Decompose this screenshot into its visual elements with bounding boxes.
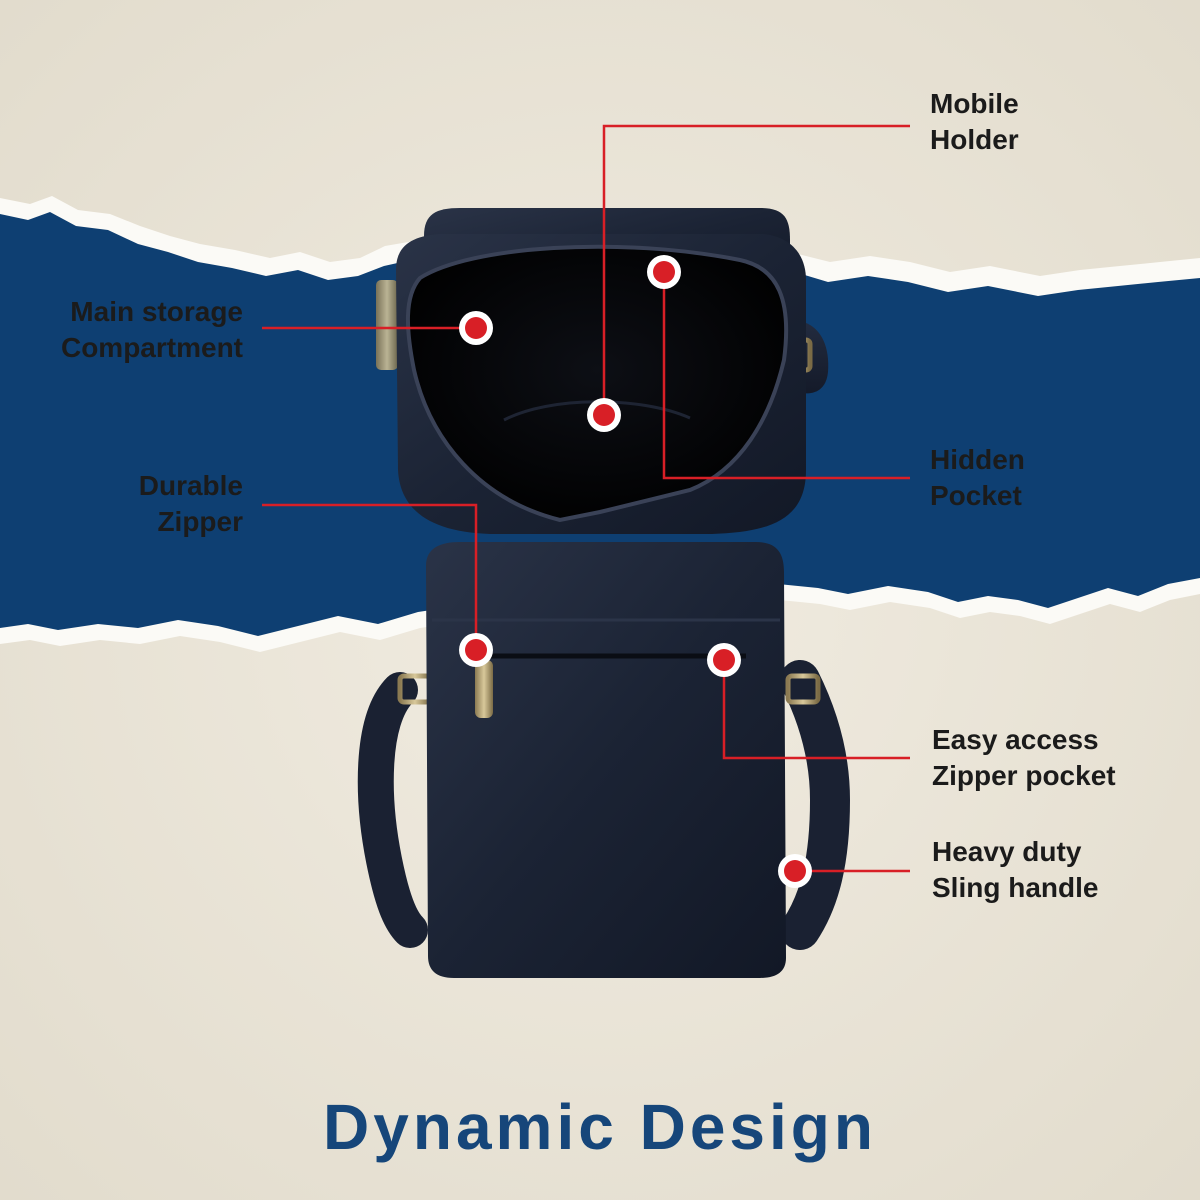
leader-durable-zipper bbox=[262, 503, 478, 650]
callout-hidden-pocket-line2: Pocket bbox=[930, 480, 1022, 511]
bag-back-view bbox=[357, 542, 851, 978]
dot-durable-zipper bbox=[459, 633, 493, 667]
bag-open-view bbox=[376, 208, 829, 534]
callout-easy-access: Easy access Zipper pocket bbox=[932, 722, 1116, 794]
callout-durable-zipper-line2: Zipper bbox=[157, 506, 243, 537]
leader-hidden-pocket bbox=[662, 272, 910, 480]
callout-main-storage: Main storage Compartment bbox=[61, 294, 243, 366]
callout-heavy-duty-line2: Sling handle bbox=[932, 872, 1099, 903]
dot-hidden-pocket bbox=[647, 255, 681, 289]
callout-mobile-holder-line1: Mobile bbox=[930, 88, 1019, 119]
dot-heavy-duty bbox=[778, 854, 812, 888]
leader-easy-access bbox=[722, 660, 910, 760]
callout-heavy-duty-line1: Heavy duty bbox=[932, 836, 1082, 867]
leader-mobile-holder bbox=[602, 124, 910, 415]
dot-easy-access bbox=[707, 643, 741, 677]
callout-hidden-pocket: Hidden Pocket bbox=[930, 442, 1025, 514]
callout-main-storage-line1: Main storage bbox=[70, 296, 243, 327]
callout-durable-zipper-line1: Durable bbox=[138, 470, 243, 501]
callout-heavy-duty: Heavy duty Sling handle bbox=[932, 834, 1098, 906]
leader-lines bbox=[262, 124, 910, 873]
callout-main-storage-line2: Compartment bbox=[60, 332, 243, 363]
dot-main-storage bbox=[459, 311, 493, 345]
callout-durable-zipper: Durable Zipper bbox=[139, 468, 243, 540]
callout-mobile-holder: Mobile Holder bbox=[930, 86, 1019, 158]
page-title: Dynamic Design bbox=[323, 1091, 877, 1163]
callout-dots bbox=[459, 255, 812, 888]
callout-easy-access-line1: Easy access bbox=[932, 724, 1099, 755]
callout-easy-access-line2: Zipper pocket bbox=[932, 760, 1116, 791]
callout-hidden-pocket-line1: Hidden bbox=[930, 444, 1025, 475]
dot-mobile-holder bbox=[587, 398, 621, 432]
callout-mobile-holder-line2: Holder bbox=[930, 124, 1019, 155]
